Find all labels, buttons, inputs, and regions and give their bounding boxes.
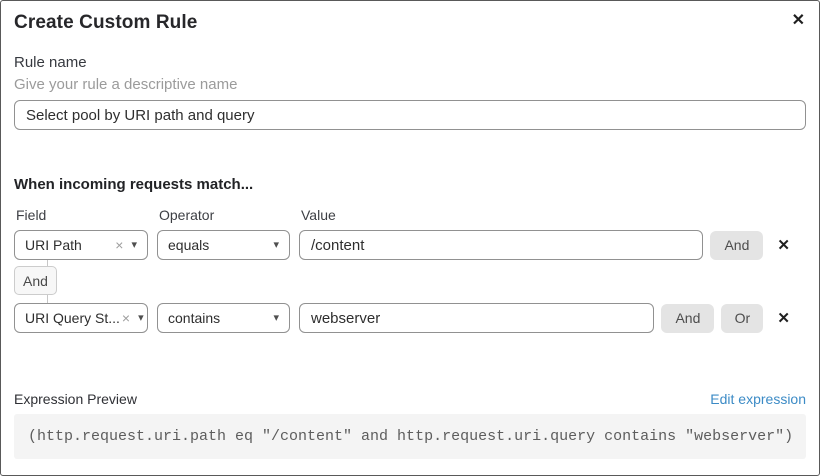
expression-preview-header: Expression Preview Edit expression xyxy=(14,390,806,408)
column-labels: Field Operator Value xyxy=(14,207,806,223)
condition-connector: And xyxy=(14,260,806,303)
expression-code-block: (http.request.uri.path eq "/content" and… xyxy=(14,414,806,459)
rule-name-hint: Give your rule a descriptive name xyxy=(14,76,238,93)
and-connector-badge: And xyxy=(14,266,57,295)
operator-select-value: equals xyxy=(168,237,210,253)
value-column-label: Value xyxy=(301,207,336,223)
match-section-heading: When incoming requests match... xyxy=(14,176,254,193)
dialog-title: Create Custom Rule xyxy=(14,12,198,33)
field-select[interactable]: URI Query St... × ▾ xyxy=(14,303,148,333)
delete-condition-icon[interactable]: ✕ xyxy=(777,236,790,254)
delete-condition-icon[interactable]: ✕ xyxy=(777,309,790,327)
clear-selection-icon[interactable]: × xyxy=(121,310,131,326)
chevron-down-icon[interactable]: ▾ xyxy=(138,311,144,324)
chevron-down-icon[interactable]: ▾ xyxy=(273,238,279,251)
operator-column-label: Operator xyxy=(159,207,215,223)
field-select-value: URI Path xyxy=(25,237,82,253)
condition-row: URI Path × ▾ equals ▾ And ✕ xyxy=(14,230,806,260)
add-or-condition-button[interactable]: Or xyxy=(721,303,764,333)
value-input[interactable] xyxy=(299,303,655,333)
operator-select[interactable]: equals ▾ xyxy=(157,230,290,260)
edit-expression-link[interactable]: Edit expression xyxy=(710,391,806,407)
field-select[interactable]: URI Path × ▾ xyxy=(14,230,148,260)
chevron-down-icon[interactable]: ▾ xyxy=(131,238,137,251)
value-input[interactable] xyxy=(299,230,704,260)
field-select-value: URI Query St... xyxy=(25,310,120,326)
field-column-label: Field xyxy=(16,207,47,223)
expression-preview-label: Expression Preview xyxy=(14,391,137,407)
chevron-down-icon[interactable]: ▾ xyxy=(273,311,279,324)
rule-name-label: Rule name xyxy=(14,54,87,71)
dialog-header: Create Custom Rule ✕ xyxy=(14,1,806,35)
close-icon[interactable]: ✕ xyxy=(791,12,805,29)
clear-selection-icon[interactable]: × xyxy=(115,237,124,253)
connector-line xyxy=(47,260,48,266)
operator-select-value: contains xyxy=(168,310,221,326)
condition-row: URI Query St... × ▾ contains ▾ And Or ✕ xyxy=(14,303,806,333)
operator-select[interactable]: contains ▾ xyxy=(157,303,290,333)
rule-name-input[interactable] xyxy=(14,100,806,130)
add-and-condition-button[interactable]: And xyxy=(710,230,764,260)
connector-line xyxy=(47,295,48,303)
add-and-condition-button[interactable]: And xyxy=(661,303,715,333)
